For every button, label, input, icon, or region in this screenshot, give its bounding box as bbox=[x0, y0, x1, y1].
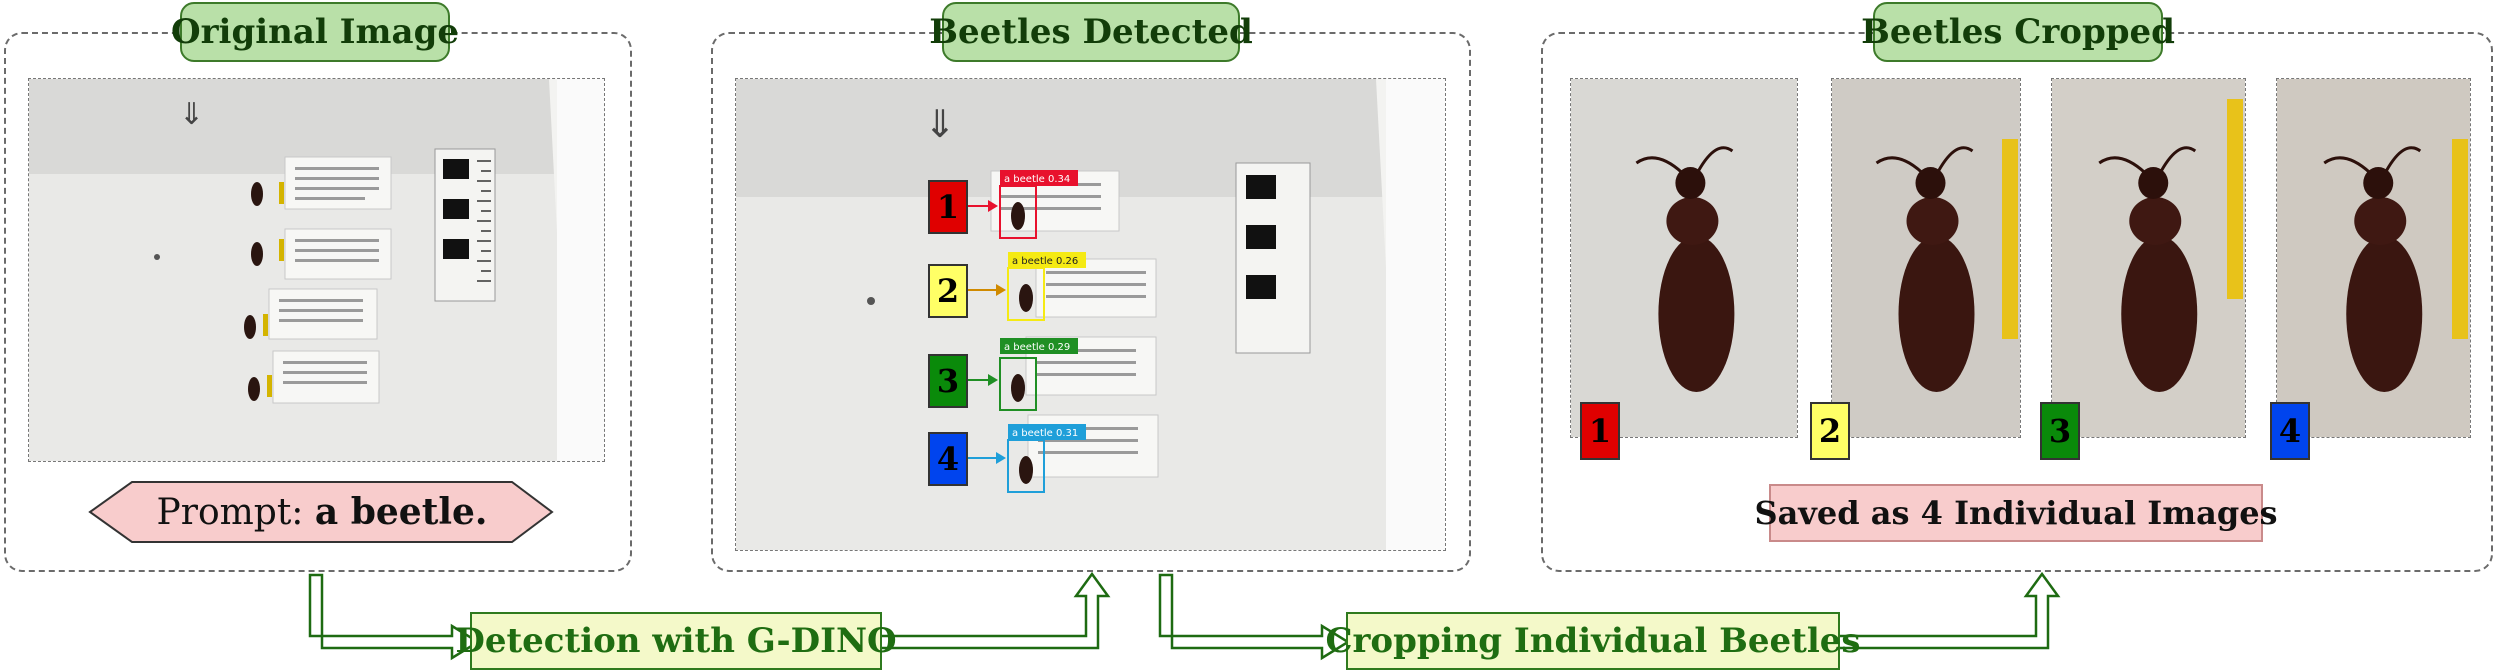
prompt-text: Prompt: a beetle. bbox=[132, 484, 512, 540]
crop-number-4: 4 bbox=[2270, 402, 2310, 460]
detection-number-1: 1 bbox=[928, 180, 968, 234]
original-specimen-drawing: ⇓ bbox=[29, 79, 604, 461]
arrow-mark-icon: ⇓ bbox=[924, 102, 956, 146]
beetles-detected-title: Beetles Detected bbox=[929, 2, 1253, 62]
cropped-image-1 bbox=[1570, 78, 1798, 438]
scale-ruler bbox=[434, 148, 496, 302]
arrow-original-to-detection bbox=[308, 573, 481, 661]
arrow-detected-to-cropping bbox=[1158, 573, 1351, 661]
beetles-cropped-title: Beetles Cropped bbox=[1861, 2, 2175, 62]
cropping-step-box: Cropping Individual Beetles bbox=[1325, 612, 1861, 670]
detection-number-3: 3 bbox=[928, 354, 968, 408]
detected-specimen-photo: ⇓ bbox=[735, 78, 1446, 551]
label-slips bbox=[268, 156, 392, 404]
arrow-cropping-to-cropped bbox=[1836, 571, 2061, 650]
cropped-image-4 bbox=[2276, 78, 2471, 438]
detection-number-2: 2 bbox=[928, 264, 968, 318]
original-image-title: Original Image bbox=[171, 2, 459, 62]
cropped-beetle-drawing-1 bbox=[1571, 79, 1797, 437]
detected-specimen-drawing: ⇓ bbox=[736, 79, 1445, 550]
cropped-beetle-drawing-3 bbox=[2052, 79, 2245, 437]
cropped-image-2 bbox=[1831, 78, 2021, 438]
arrow-mark-icon: ⇓ bbox=[179, 97, 204, 132]
crop-number-1: 1 bbox=[1580, 402, 1620, 460]
cropped-beetle-drawing-4 bbox=[2277, 79, 2470, 437]
saved-images-label: Saved as 4 Individual Images bbox=[1754, 484, 2278, 542]
cropped-beetle-drawing-2 bbox=[1832, 79, 2020, 437]
prompt-prefix: Prompt: bbox=[156, 491, 315, 533]
original-specimen-photo: ⇓ bbox=[28, 78, 605, 462]
detection-number-4: 4 bbox=[928, 432, 968, 486]
detection-step-box: Detection with G-DINO bbox=[455, 612, 897, 670]
prompt-value: a beetle. bbox=[314, 491, 488, 533]
crop-number-3: 3 bbox=[2040, 402, 2080, 460]
cropped-image-3 bbox=[2051, 78, 2246, 438]
arrow-detection-to-detected bbox=[878, 571, 1111, 650]
small-beetles bbox=[244, 182, 263, 401]
crop-number-2: 2 bbox=[1810, 402, 1850, 460]
